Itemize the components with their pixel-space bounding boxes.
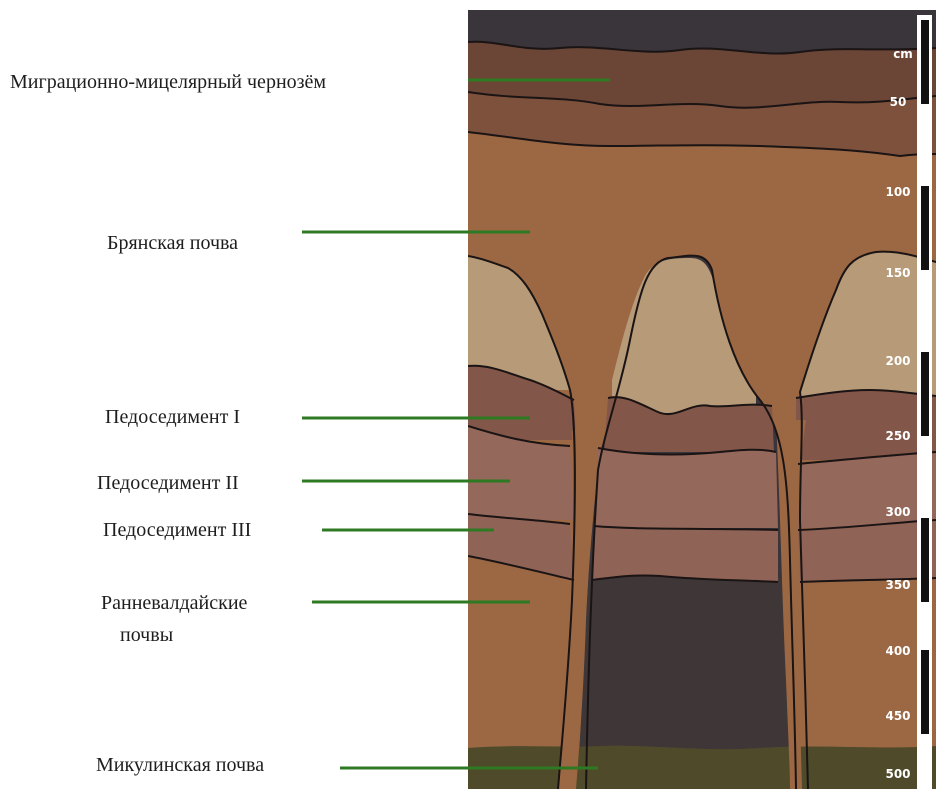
scale-tick-label: 150 [885, 266, 910, 280]
scale-tick-label: 100 [885, 185, 910, 199]
pedosediment-3-layer-mid [592, 526, 778, 582]
scale-tick-label: 300 [885, 505, 910, 519]
scale-tick-label: 400 [885, 644, 910, 658]
label-migration-chernozem: Миграционно-мицелярный чернозём [10, 71, 326, 93]
scale-tick-label: 350 [885, 578, 910, 592]
label-mikulino-soil: Микулинская почва [96, 754, 264, 776]
scale-bar-segment [921, 352, 929, 436]
scale-bar-segment [921, 20, 929, 104]
scale-bar-segment [921, 186, 929, 270]
scale-bar-segment [921, 518, 929, 602]
label-early-valdai-line-2: почвы [120, 624, 173, 646]
scale-tick-label: 50 [890, 95, 907, 109]
pedosediment-2-layer-mid [594, 448, 778, 528]
pedosediment-1-layer-right [796, 390, 936, 460]
scale-unit-label: cm [893, 47, 913, 61]
label-early-valdai-line-1: Ранневалдайские [101, 592, 248, 614]
scale-tick-label: 250 [885, 429, 910, 443]
label-pedosediment-1: Педоседимент I [105, 406, 240, 428]
label-pedosediment-2: Педоседимент II [97, 472, 239, 494]
scale-tick-label: 200 [885, 354, 910, 368]
label-bryansk-soil: Брянская почва [107, 232, 238, 254]
scale-tick-label: 500 [885, 767, 910, 781]
scale-bar-segment [921, 650, 929, 734]
label-pedosediment-3: Педоседимент III [103, 519, 251, 541]
soil-profile-section [468, 10, 936, 789]
scale-tick-label: 450 [885, 709, 910, 723]
pedosediment-2-layer-right [798, 452, 936, 528]
